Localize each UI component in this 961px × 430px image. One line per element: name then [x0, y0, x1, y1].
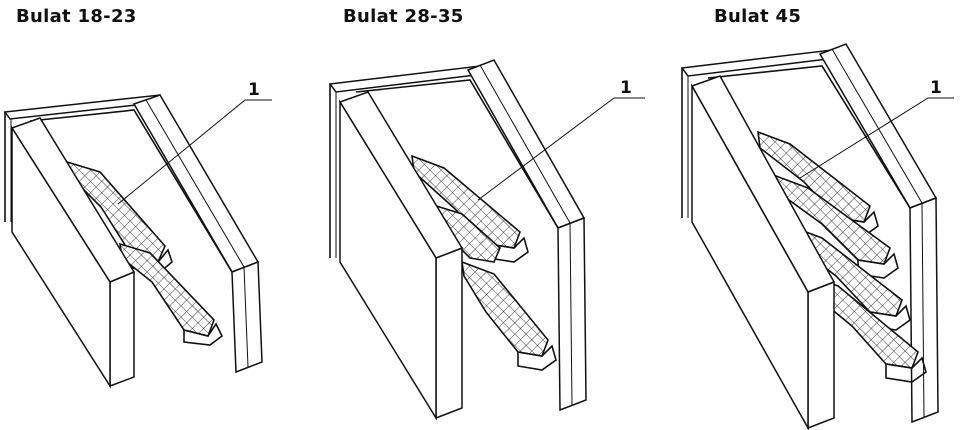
figure-title-bulat-18-23: Bulat 18-23 — [16, 6, 137, 27]
figure-title-bulat-45: Bulat 45 — [714, 6, 802, 27]
figure-bulat-45: 1 — [680, 43, 954, 430]
callout-label-2: 1 — [620, 78, 632, 98]
figure-bulat-28-35: 1 — [328, 59, 645, 421]
callout-label-3: 1 — [930, 78, 942, 98]
figure-title-bulat-28-35: Bulat 28-35 — [343, 6, 464, 27]
callout-label-1: 1 — [248, 80, 260, 100]
figure-bulat-18-23: 1 — [3, 80, 272, 389]
